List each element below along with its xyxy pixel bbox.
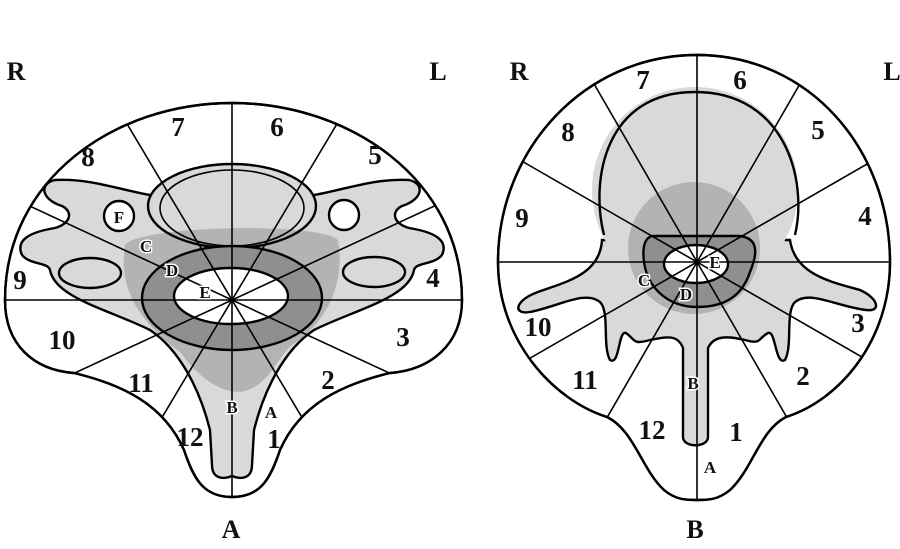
panel-a-caption: A: [222, 515, 241, 544]
panel-b-sector-9: 9: [515, 203, 529, 233]
panel-a-sector-3: 3: [396, 322, 410, 352]
panel-b-sector-12: 12: [639, 415, 666, 445]
panel-b-right-side-label: R: [510, 57, 529, 86]
panel-a-zone-f-label: F: [114, 208, 124, 227]
panel-a-sector-8: 8: [81, 142, 95, 172]
panel-b-sector-11: 11: [572, 365, 598, 395]
panel-a-sector-9: 9: [13, 265, 27, 295]
panel-a-zone-b-label: B: [226, 398, 237, 417]
panel-b-sector-1: 1: [729, 417, 743, 447]
panel-b-sector-8: 8: [561, 117, 575, 147]
panel-b-sector-10: 10: [525, 312, 552, 342]
panel-b-sector-2: 2: [796, 361, 810, 391]
panel-a-facet-left: [57, 256, 123, 290]
panel-a-sector-11: 11: [128, 368, 154, 398]
panel-a-sector-4: 4: [426, 263, 440, 293]
panel-a-zone-d-label: D: [166, 261, 178, 280]
panel-b-sector-5: 5: [811, 115, 825, 145]
panel-a-foramen-f: [102, 199, 136, 233]
panel-a-sector-7: 7: [171, 112, 185, 142]
panel-a-zone-e-label: E: [199, 283, 210, 302]
panel-b-zone-b-label: B: [687, 374, 698, 393]
panel-b-sector-3: 3: [851, 308, 865, 338]
panel-b-zone-d-label: D: [680, 285, 692, 304]
panel-a-zone-c-label: C: [140, 237, 152, 256]
panel-b-caption: B: [686, 515, 703, 544]
panel-b-lumbar-vertebra-diagram: R L 1 2 3 4 5 6 7 8 9 10 11 12 A B C D E…: [496, 53, 900, 544]
panel-a-right-side-label: R: [7, 57, 26, 86]
panel-a-zone-a-label: A: [265, 403, 278, 422]
panel-a-foramen-right: [327, 198, 361, 232]
panel-a-zone-e-canal: [172, 266, 290, 326]
panel-b-sector-4: 4: [858, 201, 872, 231]
panel-a-sector-2: 2: [321, 365, 335, 395]
panel-b-sector-6: 6: [733, 65, 747, 95]
panel-a-lumbar-vertebra-diagram: R L 1 2 3 4 5 6 7 8 9 10 11 12 A B C D E…: [3, 57, 464, 544]
panel-b-sector-7: 7: [636, 65, 650, 95]
panel-b-left-side-label: L: [883, 57, 900, 86]
panel-a-sector-12: 12: [177, 422, 204, 452]
panel-b-zone-a-label: A: [704, 458, 717, 477]
panel-a-sector-10: 10: [49, 325, 76, 355]
panel-a-sector-5: 5: [368, 140, 382, 170]
panel-a-left-side-label: L: [429, 57, 446, 86]
panel-a-sector-6: 6: [270, 112, 284, 142]
panel-a-facet-right: [341, 255, 407, 289]
panel-b-zone-e-label: E: [709, 253, 720, 272]
panel-a-sector-1: 1: [267, 424, 281, 454]
panel-b-body-outline: [598, 90, 800, 236]
panel-b-zone-c-label: C: [638, 271, 650, 290]
